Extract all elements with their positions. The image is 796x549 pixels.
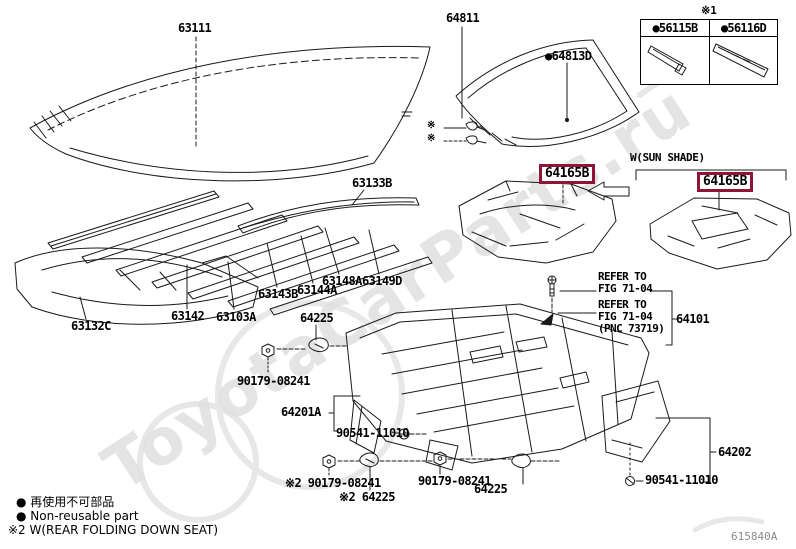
refer-note-2-line-1: REFER TO [598, 298, 647, 311]
nut-icon-left [322, 454, 336, 469]
molding-illustration-56116D [709, 37, 777, 84]
part-label-90541-11010-left: 90541-11010 [336, 426, 409, 440]
legend-nonreusable-en: ● Non-reusable part [16, 509, 139, 523]
nonreusable-marker-1: ※ [427, 120, 435, 131]
table-marker: ※1 [701, 4, 717, 17]
roof-panel-illustration [29, 45, 431, 182]
window-clip-illustrations [443, 121, 487, 145]
part-label-64811: 64811 [446, 11, 480, 25]
rear-window-illustration [401, 39, 640, 147]
part-label-64813D: ●64813D [545, 49, 592, 63]
grommet-icon-right [625, 476, 635, 486]
left-block-arrow [587, 181, 630, 201]
roof-reinforcement-illustrations [47, 190, 433, 316]
grouping-brackets [649, 290, 717, 483]
part-label-90179-08241: 90179-08241 [418, 474, 491, 488]
part-label-63144A: 63144A [297, 283, 337, 297]
part-label-63132C: 63132C [71, 319, 111, 333]
headliner-standard-illustration [458, 180, 617, 264]
part-label-63111: 63111 [178, 21, 212, 35]
clamp-icon-left [359, 452, 379, 467]
part-label-90541-11010-right: 90541-11010 [645, 473, 718, 487]
table-part-56115B: ●56115B [641, 20, 709, 37]
refer-note-1-line-2: FIG 71-04 [598, 282, 653, 295]
table-part-56116D: ●56116D [709, 20, 777, 37]
refer-note-2-line-3: (PNC 73719) [598, 322, 665, 335]
nut-icon-right [433, 451, 447, 466]
reference-table: ※1 ●56115B ●56116D [640, 4, 778, 85]
part-label-63148A: 63148A [322, 274, 362, 288]
part-label-64202: 64202 [718, 445, 752, 459]
headliner-sunshade-illustration [649, 197, 792, 270]
reference-table-grid: ●56115B ●56116D [640, 19, 778, 85]
bolt-icon [547, 275, 557, 297]
part-label-64225-note2: ※2 64225 [339, 490, 395, 504]
sunshade-bracket [635, 169, 787, 181]
molding-illustration-56115B [641, 37, 709, 84]
package-tray-structure-illustration [345, 303, 671, 471]
part-label-64201A: 64201A [281, 405, 321, 419]
nut-icon-center [261, 343, 275, 358]
clamp-icon-center [308, 337, 329, 352]
refer-note-1: REFER TO FIG 71-04 [598, 270, 653, 295]
highlighted-part-64165B-sunshade[interactable]: 64165B [697, 172, 753, 192]
legend-note2: ※2 W(REAR FOLDING DOWN SEAT) [8, 523, 219, 537]
fastener-illustrations [261, 275, 635, 486]
leader-lines [79, 26, 720, 491]
arrow-marker [540, 297, 554, 326]
nonreusable-marker-2: ※ [427, 133, 435, 144]
part-label-64225-bottom: 64225 [474, 482, 508, 496]
part-label-63149D: 63149D [362, 274, 402, 288]
refer-note-1-line-1: REFER TO [598, 270, 647, 283]
sunshade-caption: W(SUN SHADE) [630, 151, 705, 164]
highlighted-part-64165B-standard[interactable]: 64165B [539, 164, 595, 184]
clamp-icon-right [511, 453, 531, 468]
part-label-63142: 63142 [171, 309, 205, 323]
refer-note-2: REFER TO FIG 71-04 (PNC 73719) [598, 298, 665, 335]
part-label-63133B: 63133B [352, 176, 392, 190]
legend-nonreusable-jp: ● 再使用不可部品 [16, 495, 115, 509]
grommet-icon-left [398, 428, 410, 440]
part-label-64225-top: 64225 [300, 311, 334, 325]
rear-roof-panel-illustration [14, 247, 259, 325]
part-label-64101: 64101 [676, 312, 710, 326]
refer-note-2-line-2: FIG 71-04 [598, 310, 653, 323]
part-label-63103A: 63103A [216, 310, 256, 324]
part-label-63143B: 63143B [258, 287, 298, 301]
part-label-90179-08241-top: 90179-08241 [237, 374, 310, 388]
part-label-90179-08241-note2: ※2 90179-08241 [285, 476, 381, 490]
page-code: 615840A [731, 530, 778, 543]
